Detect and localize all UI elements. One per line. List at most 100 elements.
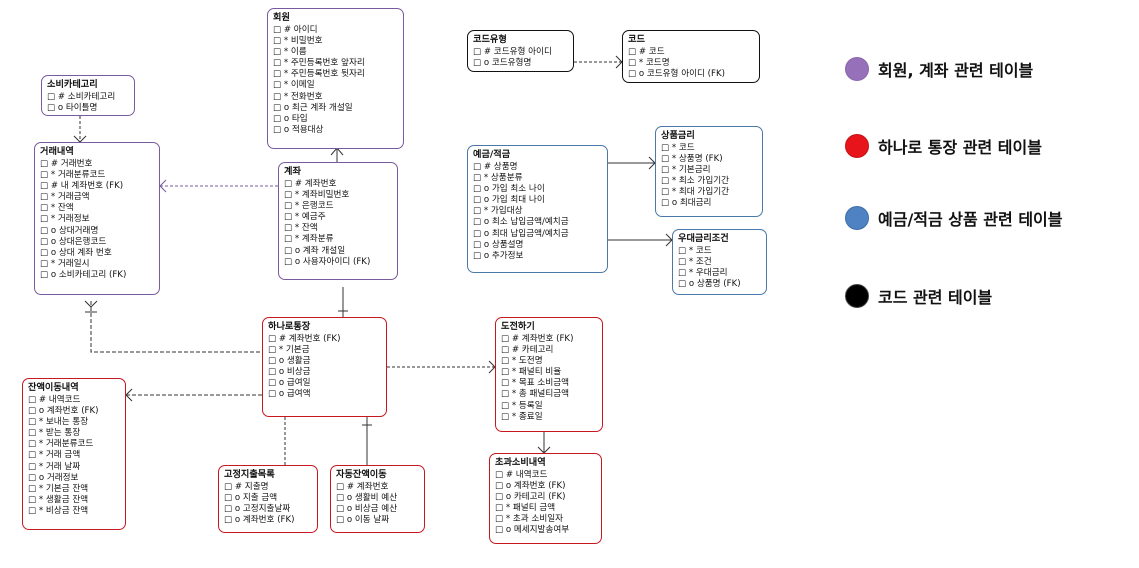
entity-title: 코드 xyxy=(628,34,645,45)
entity-attribute: □ * 잔액 xyxy=(284,223,318,234)
entity-attribute: □ o 가입 최소 나이 xyxy=(473,184,545,195)
entity-consume-category[interactable]: 소비카테고리 □ # 소비카테고리 □ o 타이틀명 xyxy=(41,75,135,116)
entity-attribute: □ o 생활금 xyxy=(268,356,311,367)
entity-code-type[interactable]: 코드유형 □ # 코드유형 아이디 □ o 코드유형명 xyxy=(467,30,574,72)
entity-attribute: □ * 우대금리 xyxy=(678,268,728,279)
entity-title: 잔액이동내역 xyxy=(28,382,79,393)
entity-attribute: □ o 사용자아이디 (FK) xyxy=(284,256,371,267)
entity-code[interactable]: 코드 □ # 코드 □ * 코드명 □ o 코드유형 아이디 (FK) xyxy=(622,30,760,83)
entity-attribute: □ o 급여액 xyxy=(268,389,311,400)
entity-attribute: □ # 거래번호 xyxy=(40,159,93,169)
entity-title: 하나로통장 xyxy=(268,321,311,332)
entity-attribute: □ * 거래정보 xyxy=(40,214,90,225)
entity-attribute: □ * 코드명 xyxy=(628,58,670,69)
entity-attribute: □ * 도전명 xyxy=(501,356,543,367)
entity-attribute: □ * 계좌분류 xyxy=(284,234,334,245)
entity-attribute: □ # 계좌번호 (FK) xyxy=(501,334,574,344)
entity-attribute: □ o 타입 xyxy=(273,113,308,124)
entity-title: 계좌 xyxy=(284,166,301,177)
entity-attribute: □ * 거래 금액 xyxy=(28,450,81,461)
entity-product-rate[interactable]: 상품금리 □ * 코드 □ * 상품명 (FK) □ * 기본금리 □ * 최소… xyxy=(655,126,763,217)
entity-title: 고정지출목록 xyxy=(224,469,275,480)
entity-attribute: □ o 비상금 xyxy=(268,367,311,378)
entity-attribute: □ o 코드유형명 xyxy=(473,58,532,69)
entity-attribute: □ * 거래금액 xyxy=(40,192,90,203)
entity-attribute: □ o 최대 납입금액/예치금 xyxy=(473,228,569,239)
entity-attribute: □ o 적용대상 xyxy=(273,124,324,135)
entity-transaction[interactable]: 거래내역 □ # 거래번호 □ * 거래분류코드 □ # 내 계좌번호 (FK)… xyxy=(34,142,160,295)
entity-attribute: □ * 코드 xyxy=(661,143,695,153)
entity-title: 도전하기 xyxy=(501,321,535,332)
entity-attribute: □ * 패널티 금액 xyxy=(495,503,556,514)
entity-fixed-expense[interactable]: 고정지출목록 □ # 지출명 □ o 지출 금액 □ o 고정지출날짜 □ o … xyxy=(218,465,318,533)
entity-attribute: □ * 계좌비밀번호 xyxy=(284,190,350,201)
entity-attribute: □ o 고정지출날짜 xyxy=(224,504,291,515)
entity-account[interactable]: 계좌 □ # 계좌번호 □ * 계좌비밀번호 □ * 은행코드 □ * 예금주 … xyxy=(278,162,398,280)
entity-attribute: □ * 이메일 xyxy=(273,80,315,91)
entity-preferential-rate[interactable]: 우대금리조건 □ * 코드 □ * 조건 □ * 우대금리 □ o 상품명 (F… xyxy=(672,229,767,295)
entity-auto-move[interactable]: 자동잔액이동 □ # 계좌번호 □ o 생활비 예산 □ o 비상금 예산 □ … xyxy=(330,465,425,533)
entity-attribute: □ * 거래일시 xyxy=(40,258,90,269)
entity-attribute: □ o 생활비 예산 xyxy=(336,493,398,504)
entity-attribute: □ o 상대 계좌 번호 xyxy=(40,247,112,258)
entity-attribute: □ o 메세지발송여부 xyxy=(495,525,570,536)
entity-attribute: □ * 받는 통장 xyxy=(28,428,81,439)
entity-member[interactable]: 회원 □ # 아이디 □ * 비밀번호 □ * 이름 □ * 주민등록번호 앞자… xyxy=(267,8,404,149)
entity-attribute: □ # 내역코드 xyxy=(495,470,548,480)
legend-item-member: 회원, 계좌 관련 테이블 xyxy=(845,57,1033,81)
legend-dot-icon xyxy=(845,284,869,308)
legend-label: 예금/적금 상품 관련 테이블 xyxy=(878,210,1063,229)
entity-attribute: □ * 코드 xyxy=(678,246,712,256)
entity-attribute: □ * 종료일 xyxy=(501,411,543,422)
entity-attribute: □ # 카테고리 xyxy=(501,345,554,356)
entity-attribute: □ * 주민등록번호 뒷자리 xyxy=(273,69,365,80)
entity-attribute: □ o 상품명 (FK) xyxy=(678,279,741,290)
entity-attribute: □ o 타이틀명 xyxy=(47,103,98,114)
entity-attribute: □ * 비상금 잔액 xyxy=(28,505,89,516)
entity-title: 코드유형 xyxy=(473,34,507,45)
entity-attribute: □ * 최소 가입기간 xyxy=(661,176,730,187)
entity-attribute: □ * 생활금 잔액 xyxy=(28,494,89,505)
entity-attribute: □ * 기본금 xyxy=(268,345,310,356)
entity-attribute: □ o 급여일 xyxy=(268,378,311,389)
entity-attribute: □ * 가입대상 xyxy=(473,206,523,217)
entity-over-spend[interactable]: 초과소비내역 □ # 내역코드 □ o 계좌번호 (FK) □ o 카테고리 (… xyxy=(489,453,602,544)
entity-attribute: □ * 보내는 통장 xyxy=(28,417,89,428)
entity-attribute: □ * 이름 xyxy=(273,47,307,58)
legend-label: 코드 관련 테이블 xyxy=(878,288,993,307)
entity-deposit[interactable]: 예금/적금 □ # 상품명 □ * 상품분류 □ o 가입 최소 나이 □ o … xyxy=(467,145,608,273)
entity-attribute: □ # 아이디 xyxy=(273,25,318,35)
entity-attribute: □ * 비밀번호 xyxy=(273,36,323,47)
legend-item-deposit: 예금/적금 상품 관련 테이블 xyxy=(845,206,1062,230)
entity-attribute: □ o 상대거래명 xyxy=(40,225,99,236)
entity-title: 예금/적금 xyxy=(473,149,511,160)
entity-attribute: □ * 패널티 비율 xyxy=(501,367,562,378)
entity-attribute: □ * 은행코드 xyxy=(284,201,334,212)
entity-attribute: □ o 이동 날짜 xyxy=(336,515,390,526)
entity-attribute: □ * 상품명 (FK) xyxy=(661,154,723,165)
entity-attribute: □ * 조건 xyxy=(678,257,712,268)
entity-attribute: □ # 코드 xyxy=(628,47,665,57)
entity-attribute: □ * 잔액 xyxy=(40,203,74,214)
entity-title: 거래내역 xyxy=(40,146,74,157)
entity-attribute: □ # 코드유형 아이디 xyxy=(473,47,552,57)
entity-attribute: □ o 최소 납입금액/예치금 xyxy=(473,217,569,228)
entity-attribute: □ * 주민등록번호 앞자리 xyxy=(273,58,365,69)
entity-attribute: □ * 예금주 xyxy=(284,212,326,223)
entity-attribute: □ o 계좌 개설일 xyxy=(284,245,346,256)
entity-challenge[interactable]: 도전하기 □ # 계좌번호 (FK) □ # 카테고리 □ * 도전명 □ * … xyxy=(495,317,603,432)
legend-dot-icon xyxy=(845,206,869,230)
entity-attribute: □ o 거래정보 xyxy=(28,472,79,483)
entity-attribute: □ * 등록일 xyxy=(501,400,543,411)
entity-attribute: □ o 최대금리 xyxy=(661,198,712,209)
entity-balance-move[interactable]: 잔액이동내역 □ # 내역코드 □ o 계좌번호 (FK) □ * 보내는 통장… xyxy=(22,378,126,530)
entity-attribute: □ # 계좌번호 (FK) xyxy=(268,334,341,344)
entity-attribute: □ # 지출명 xyxy=(224,482,269,492)
entity-attribute: □ o 추가정보 xyxy=(473,250,524,261)
entity-attribute: □ o 소비카테고리 (FK) xyxy=(40,269,127,280)
entity-attribute: □ o 상대은행코드 xyxy=(40,236,107,247)
entity-attribute: □ * 거래 날짜 xyxy=(28,461,81,472)
entity-hanaro[interactable]: 하나로통장 □ # 계좌번호 (FK) □ * 기본금 □ o 생활금 □ o … xyxy=(262,317,387,417)
entity-attribute: □ * 목표 소비금액 xyxy=(501,378,570,389)
entity-attribute: □ o 카테고리 (FK) xyxy=(495,492,566,503)
